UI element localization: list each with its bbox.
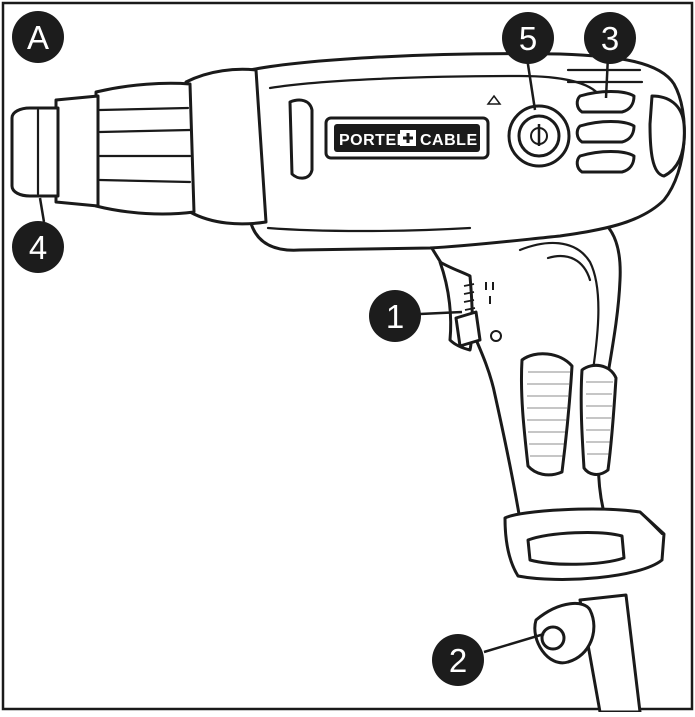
callout-4: 4 [12,221,64,273]
callout-4-label: 4 [29,229,47,266]
callout-3-label: 3 [601,20,619,57]
svg-text:CABLE: CABLE [420,132,478,149]
heat-gun-body: PORTER CABLE [248,52,686,252]
callout-3: 3 [584,12,636,64]
ribbed-grip [94,81,196,216]
brand-logo: PORTER [339,132,409,149]
pistol-grip-handle [428,210,666,581]
dial-indicator-icon [486,94,502,105]
callout-5-label: 5 [519,20,537,57]
trigger-switch [438,260,502,352]
nozzle-assembly [10,67,268,226]
rear-cap [648,94,686,178]
grip-texture [527,371,613,457]
callout-1: 1 [369,290,421,342]
brand-logo-badge: PORTER CABLE [324,116,490,160]
callout-2: 2 [432,634,484,686]
callout-5: 5 [502,12,554,64]
temperature-dial [486,94,571,168]
air-vents [566,68,644,174]
cord-hang-ring-icon [540,625,566,651]
panel-label: A [27,19,49,56]
callout-panel-label: A [12,11,64,63]
callout-1-label: 1 [386,298,404,335]
side-recess [288,98,314,180]
power-cord [533,593,642,714]
grip-pad-right [579,363,618,476]
nozzle-barrel [54,94,100,208]
front-collar [184,67,268,226]
nozzle-tip [10,106,60,198]
callout-2-label: 2 [449,642,467,679]
